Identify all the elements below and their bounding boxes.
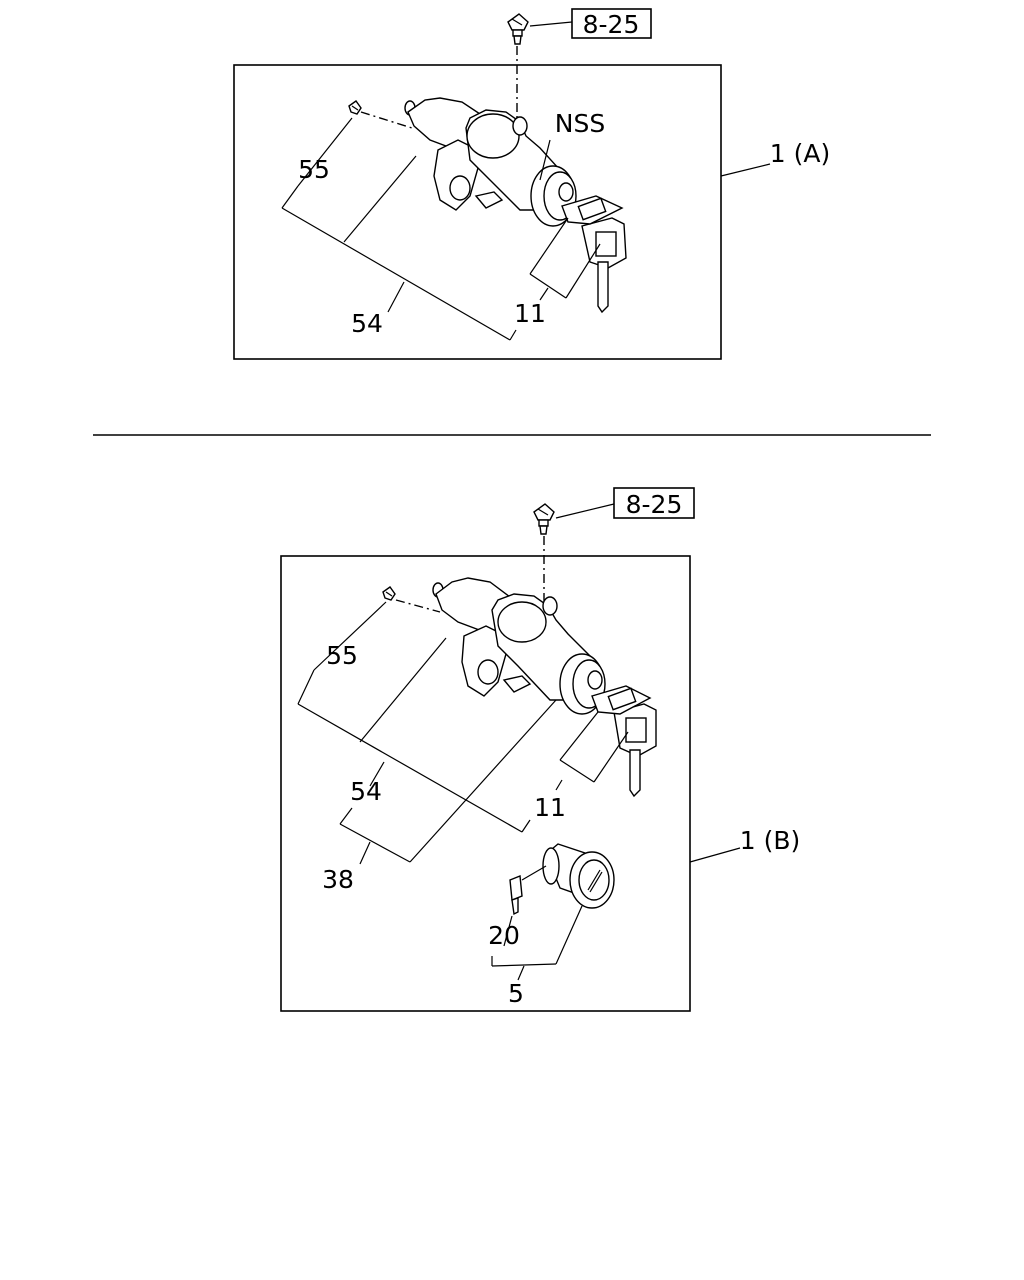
screw-55-b-icon <box>382 586 441 613</box>
ref-box-a[interactable]: 8-25 <box>529 8 652 39</box>
section-b-frame <box>280 555 691 1012</box>
keys-a-icon <box>561 195 627 314</box>
section-a: 8-25 <box>233 8 830 360</box>
screw-55-a-icon <box>348 100 413 129</box>
ref-box-b[interactable]: 8-25 <box>555 487 695 519</box>
leaders-a <box>281 117 771 341</box>
callout-5-b: 5 <box>508 979 524 1008</box>
ignition-switch-b-icon <box>432 577 606 715</box>
ignition-switch-a-icon <box>404 97 577 227</box>
keys-b-icon <box>591 685 657 798</box>
callout-54-b: 54 <box>350 777 382 806</box>
callout-38-b: 38 <box>322 865 354 894</box>
callout-55-a: 55 <box>298 155 330 184</box>
ref-label-b[interactable]: 8-25 <box>626 490 683 519</box>
section-b: 8-25 <box>280 487 801 1012</box>
assembly-label-b: 1 (B) <box>740 826 801 855</box>
bolt-a-icon <box>507 13 529 45</box>
lock-cylinder-icon <box>542 843 615 909</box>
assembly-label-a: 1 (A) <box>770 139 830 168</box>
section-a-frame <box>233 64 722 360</box>
small-key-icon <box>509 865 547 916</box>
bolt-b-icon <box>533 503 555 535</box>
callout-55-b: 55 <box>326 641 358 670</box>
nss-label: NSS <box>555 109 605 138</box>
callout-11-b: 11 <box>534 793 566 822</box>
callout-54-a: 54 <box>351 309 383 338</box>
callout-11-a: 11 <box>514 299 546 328</box>
ref-label-a[interactable]: 8-25 <box>583 10 640 39</box>
leaders-b <box>297 601 741 981</box>
callout-20-b: 20 <box>488 921 520 950</box>
